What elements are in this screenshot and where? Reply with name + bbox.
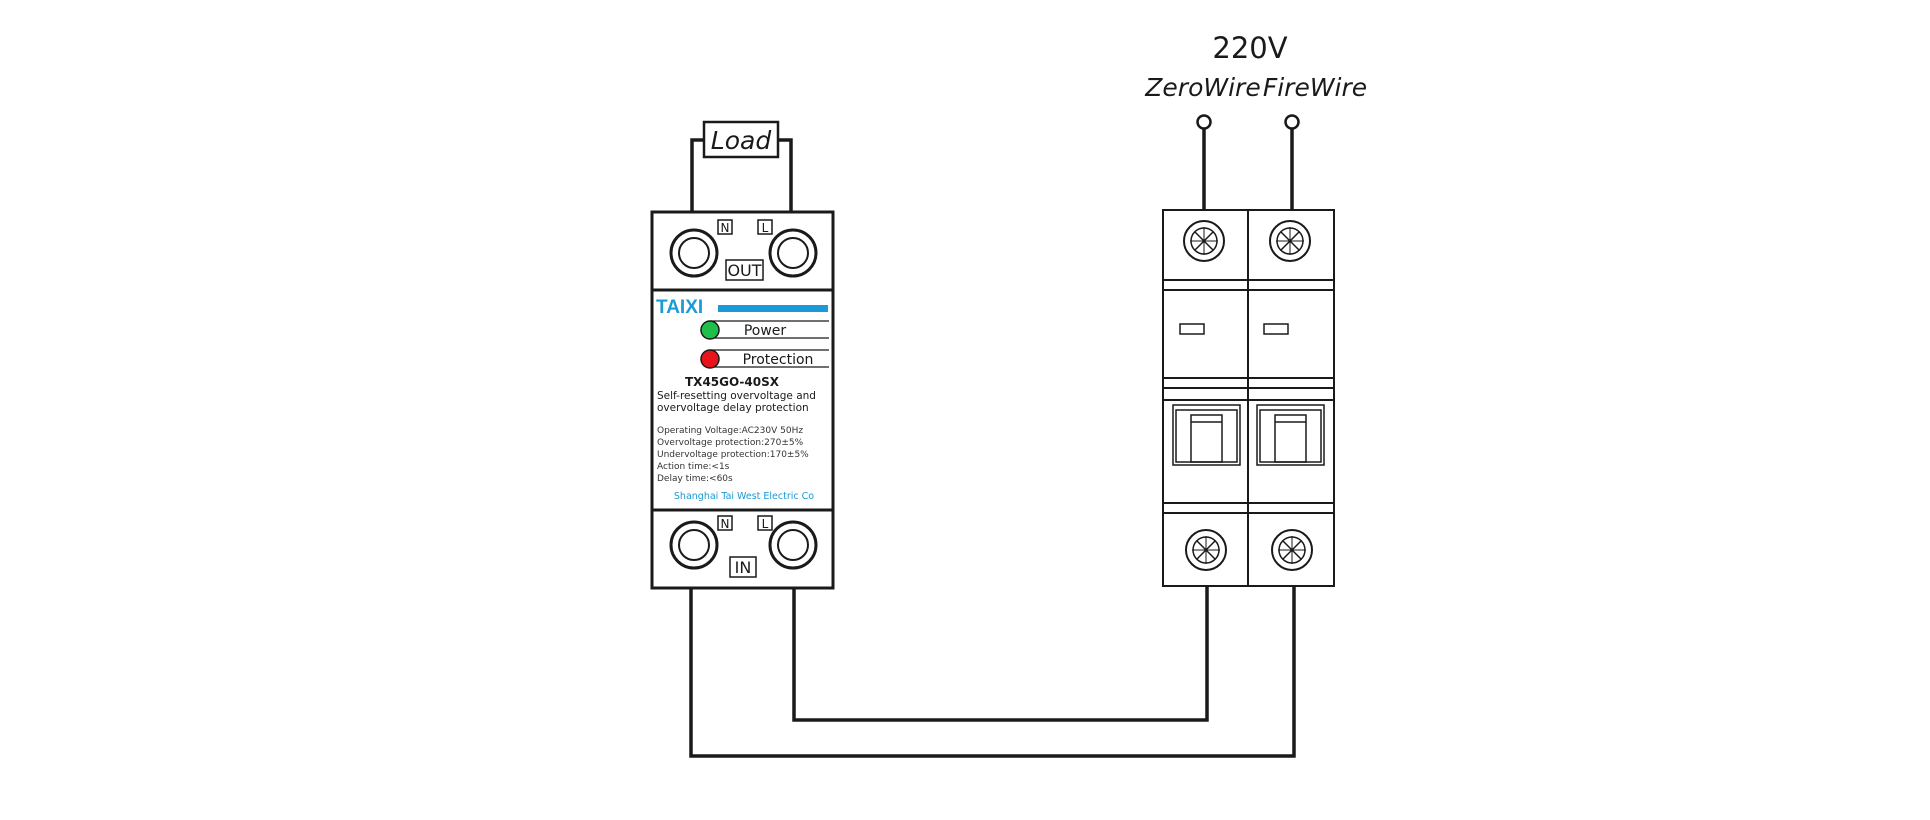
model-number: TX45GO-40SX <box>685 375 780 389</box>
wires <box>689 129 1296 758</box>
load-label: Load <box>711 126 772 155</box>
breaker-top-screw-2 <box>1269 220 1311 262</box>
protection-label: Protection <box>743 352 814 368</box>
out-terminal-n-label: N <box>721 221 730 235</box>
breaker-top-screw-1 <box>1183 220 1225 262</box>
power-led <box>700 320 720 340</box>
out-terminal-l-label: L <box>762 221 769 235</box>
brand-bar <box>718 305 828 312</box>
in-terminal-n-label: N <box>721 517 730 531</box>
out-label: OUT <box>727 261 761 280</box>
breaker-to-protector-wire-1 <box>792 586 1209 722</box>
breaker-to-protector-wire-2 <box>689 586 1296 758</box>
breaker-toggle-2 <box>1256 404 1325 466</box>
description-line-2: overvoltage delay protection <box>657 402 809 414</box>
manufacturer-label: Shanghai Tai West Electric Co <box>674 491 814 502</box>
in-label: IN <box>735 558 752 577</box>
description-line-1: Self-resetting overvoltage and <box>657 390 816 402</box>
spec-line-5: Delay time:<60s <box>657 474 733 484</box>
spec-line-4: Action time:<1s <box>657 462 730 472</box>
spec-line-3: Undervoltage protection:170±5% <box>657 450 809 460</box>
breaker-window-2 <box>1263 323 1289 335</box>
fire-wire-terminal <box>1284 114 1300 130</box>
zero-wire-label: ZeroWire <box>1144 73 1260 102</box>
in-terminal-l-label: L <box>762 517 769 531</box>
supply-voltage-label: 220V <box>1212 31 1287 65</box>
breaker-bottom-screw-1 <box>1185 529 1227 571</box>
breaker-bottom-screw-2 <box>1271 529 1313 571</box>
power-label: Power <box>744 323 787 339</box>
protector-device: N L OUT TAIXI Power Protection TX45GO-40… <box>650 210 835 590</box>
protection-led <box>700 349 720 369</box>
load-wire-right <box>778 138 793 212</box>
breaker-window-1 <box>1179 323 1205 335</box>
fire-wire-label: FireWire <box>1263 73 1367 102</box>
circuit-breaker <box>1162 209 1335 587</box>
spec-line-2: Overvoltage protection:270±5% <box>657 438 804 448</box>
spec-line-1: Operating Voltage:AC230V 50Hz <box>657 426 803 436</box>
load-wire-left <box>690 138 704 212</box>
load-box <box>702 120 780 159</box>
brand-logo: TAIXI <box>656 297 703 318</box>
breaker-toggle-1 <box>1172 404 1241 466</box>
zero-wire-terminal <box>1196 114 1212 130</box>
